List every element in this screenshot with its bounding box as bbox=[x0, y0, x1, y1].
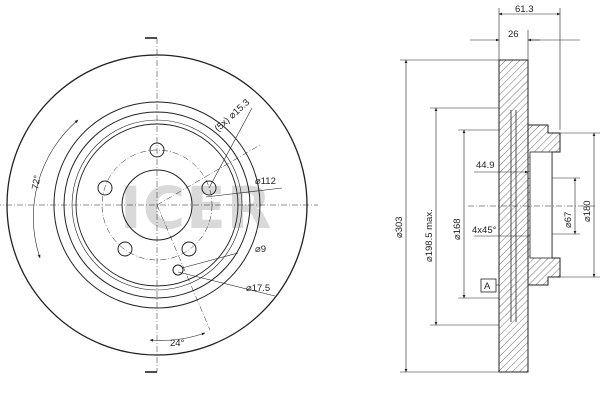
center-hole-label: ⌀17.5 bbox=[246, 283, 270, 294]
bolt-hole bbox=[181, 241, 197, 257]
pin-hole-label: ⌀9 bbox=[255, 244, 266, 255]
pin-hole bbox=[172, 264, 184, 276]
outer-diameter-label: ⌀303 bbox=[394, 216, 405, 238]
center-bore-label: ⌀67 bbox=[563, 212, 574, 228]
datum-label: A bbox=[484, 281, 491, 292]
angle-24-label: 24° bbox=[170, 338, 185, 349]
bolt-holes-label: (5x) ⌀15.3 bbox=[213, 97, 252, 134]
datum-box bbox=[480, 278, 497, 293]
bolt-circle-label: ⌀112 bbox=[255, 176, 276, 187]
offset-label: 44.9 bbox=[476, 160, 495, 171]
bolt-hole bbox=[201, 180, 217, 196]
side-section-view: 61.3 26 ⌀303 ⌀198.5 max. ⌀168 44.9 bbox=[394, 4, 600, 373]
friction-diameter-label: ⌀198.5 max. bbox=[424, 209, 435, 262]
bolt-hole bbox=[117, 241, 133, 257]
disc-ring-section bbox=[498, 59, 529, 373]
overall-height-label: 61.3 bbox=[515, 4, 534, 15]
hat-diameter-label: ⌀180 bbox=[582, 200, 593, 222]
hub-diameter-label: ⌀168 bbox=[452, 218, 463, 240]
disc-thickness-label: 26 bbox=[508, 29, 519, 40]
angle-72-label: 72° bbox=[30, 174, 43, 190]
bolt-hole bbox=[97, 180, 113, 196]
chamfer-label: 4x45° bbox=[472, 225, 497, 236]
